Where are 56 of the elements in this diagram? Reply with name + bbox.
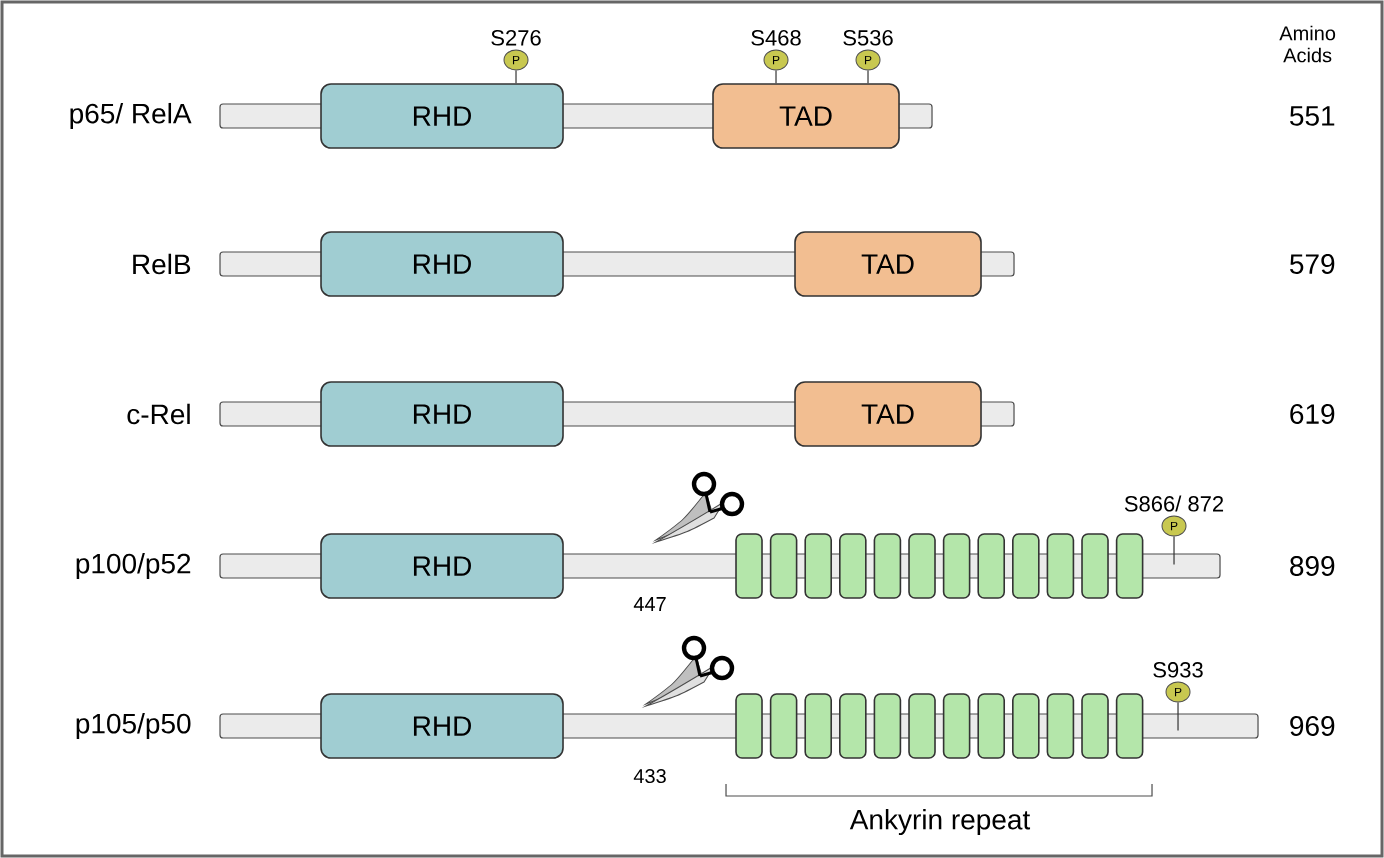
repeat-box (1115, 533, 1144, 599)
domain-box: TAD (794, 231, 982, 297)
repeat-box (804, 533, 832, 599)
domain-box: TAD (712, 83, 900, 149)
domain-box: RHD (320, 83, 564, 149)
connector-line (1173, 535, 1175, 566)
repeat-box (873, 533, 902, 599)
connector-line (775, 69, 777, 84)
domain-box: RHD (320, 231, 564, 297)
repeat-box (1046, 693, 1075, 759)
site-label: S468 (751, 30, 801, 46)
repeat-box (1012, 693, 1040, 759)
row-label: p65/ RelA (70, 102, 192, 130)
repeat-box (942, 693, 971, 759)
repeat-box (873, 693, 902, 759)
repeat-box (1046, 533, 1075, 599)
column-heading: Amino Acids (1279, 25, 1336, 63)
repeat-box (908, 693, 936, 759)
connector-line (867, 69, 869, 84)
connector-line (1177, 701, 1179, 732)
repeat-box (908, 533, 936, 599)
domain-box: RHD (320, 381, 564, 447)
site-label: S933 (1153, 662, 1203, 678)
repeat-box (839, 693, 867, 759)
repeat-box (839, 533, 867, 599)
cleavage-site-label: 447 (633, 597, 666, 611)
connector-line (515, 69, 517, 84)
repeat-box (942, 533, 971, 599)
row-label: p105/p50 (76, 712, 191, 740)
site-label: S866/ 872 (1124, 495, 1224, 512)
domain-box: RHD (320, 693, 564, 759)
repeat-box (977, 533, 1005, 599)
repeat-box (804, 693, 832, 759)
length-label: 551 (1290, 106, 1335, 126)
repeat-box (769, 693, 798, 759)
domain-box: RHD (320, 533, 564, 599)
repeat-box (769, 533, 798, 599)
repeat-box (735, 693, 763, 759)
repeat-box (977, 693, 1005, 759)
row-label: p100/p52 (76, 552, 191, 580)
repeat-box (735, 533, 763, 599)
length-label: 579 (1290, 254, 1335, 274)
repeat-box (1012, 533, 1040, 599)
site-label: S536 (843, 30, 893, 46)
cleavage-site-label: 433 (633, 768, 666, 784)
length-label: 619 (1290, 404, 1335, 424)
site-label: S276 (491, 30, 541, 46)
length-label: 899 (1290, 556, 1335, 576)
repeat-box (1115, 693, 1144, 759)
row-label: c-Rel (127, 403, 190, 425)
bracket-label: Ankyrin repeat (849, 808, 1031, 836)
repeat-box (1081, 693, 1109, 759)
row-label: RelB (133, 253, 191, 275)
domain-box: TAD (794, 381, 982, 447)
repeat-box (1081, 533, 1109, 599)
length-label: 969 (1290, 716, 1335, 736)
